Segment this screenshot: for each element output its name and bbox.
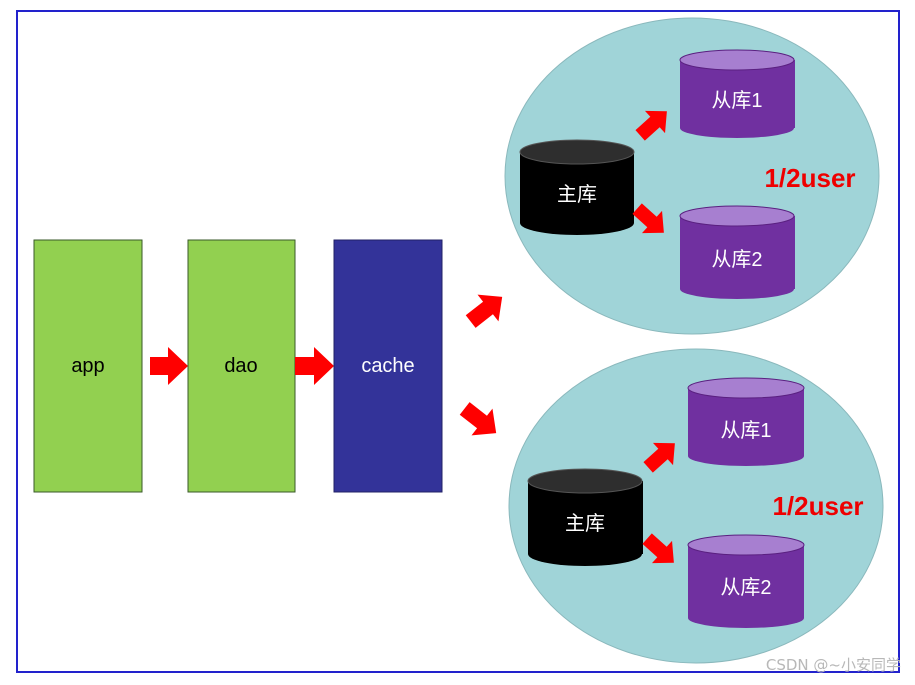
cluster-2-user-label: 1/2user <box>772 491 863 521</box>
dao-box: dao <box>187 239 296 493</box>
cache-label: cache <box>361 355 414 377</box>
cluster-2-master-label: 主库 <box>565 512 605 535</box>
cluster-1-user-label: 1/2user <box>764 163 855 193</box>
app-label: app <box>71 355 104 377</box>
cluster-1-arrow-to-slave-2 <box>632 203 664 234</box>
app-box: app <box>33 239 143 493</box>
cluster-2-slave-db-2: 从库2 <box>687 534 805 628</box>
cluster-2-arrow-to-slave-2 <box>642 533 674 564</box>
cluster-2-slave-1-label: 从库1 <box>720 419 771 442</box>
db-cluster-1: 主库 从库1 从库2 1/2user <box>504 17 880 335</box>
cluster-1-master-label: 主库 <box>557 183 597 206</box>
cluster-1-slave-2-label: 从库2 <box>711 248 762 271</box>
cluster-1-arrow-to-slave-1 <box>635 110 667 141</box>
arrow-app-to-dao <box>150 347 188 385</box>
db-cluster-2: 主库 从库1 从库2 1/2user <box>508 348 884 664</box>
watermark: CSDN @~小安同学 <box>765 656 901 674</box>
cluster-1-slave-1-label: 从库1 <box>711 89 762 112</box>
cluster-2-arrow-to-slave-1 <box>643 442 675 473</box>
cluster-1-slave-db-1: 从库1 <box>679 49 795 138</box>
arrow-cache-to-cluster-2 <box>459 402 497 436</box>
cluster-1-slave-db-2: 从库2 <box>679 205 795 299</box>
cluster-2-slave-db-1: 从库1 <box>687 377 805 466</box>
cluster-1-master-db: 主库 <box>519 139 635 235</box>
arrow-cache-to-cluster-1 <box>465 294 503 328</box>
cache-box: cache <box>333 239 443 493</box>
dao-label: dao <box>224 355 257 377</box>
cluster-2-slave-2-label: 从库2 <box>720 576 771 599</box>
cluster-2-master-db: 主库 <box>527 468 643 566</box>
arrow-dao-to-cache <box>295 347 334 385</box>
